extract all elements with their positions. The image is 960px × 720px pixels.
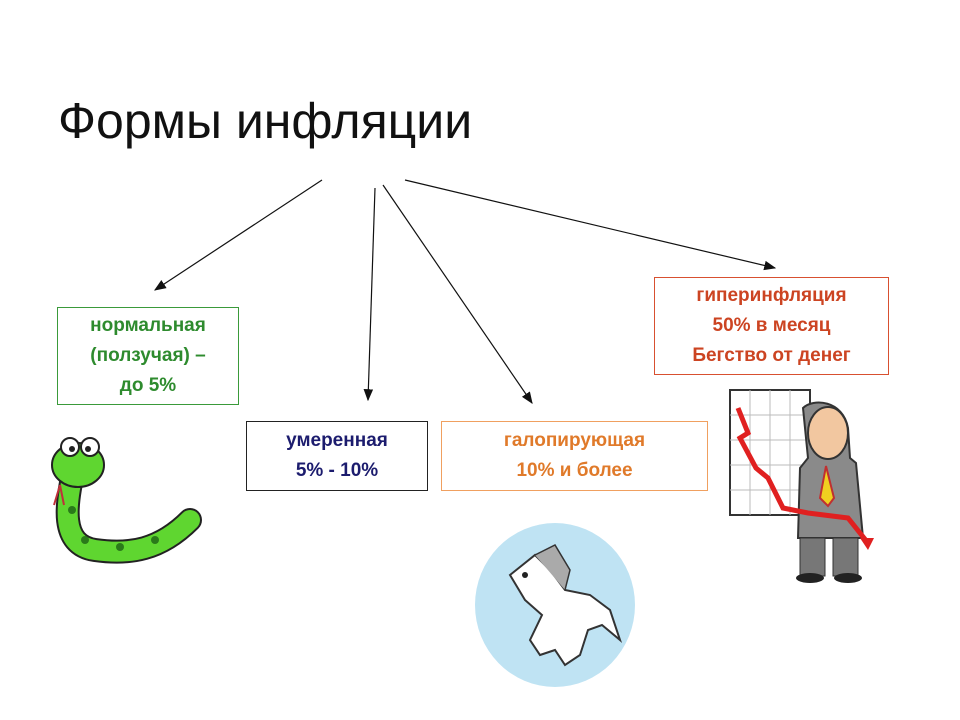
form-label: (ползучая) –: [90, 345, 206, 366]
form-label: галопирующая: [503, 430, 646, 451]
form-galloping-box: галопирующая 10% и более: [441, 421, 708, 491]
slide-title: Формы инфляции: [58, 93, 473, 149]
form-label: умеренная: [286, 430, 388, 451]
form-moderate-box: умеренная 5% - 10%: [246, 421, 428, 491]
snake-illustration: [51, 437, 202, 564]
arrow-normal: [153, 179, 323, 291]
form-rate: 10% и более: [516, 460, 633, 481]
arrow-hyper: [404, 179, 777, 271]
form-rate: 5% - 10%: [295, 460, 379, 481]
horse-illustration: [475, 523, 635, 687]
form-label: гиперинфляция: [696, 285, 847, 306]
form-rate: до 5%: [119, 375, 177, 396]
arrow-moderate: [363, 187, 376, 402]
arrow-galloping: [382, 184, 533, 404]
businessman-chart-illustration: [729, 389, 874, 583]
form-note: Бегство от денег: [692, 345, 851, 366]
form-hyper-box: гиперинфляция 50% в месяц Бегство от ден…: [654, 277, 889, 375]
form-normal-box: нормальная (ползучая) – до 5%: [57, 307, 239, 405]
form-rate: 50% в месяц: [712, 315, 831, 336]
form-label: нормальная: [90, 315, 206, 336]
